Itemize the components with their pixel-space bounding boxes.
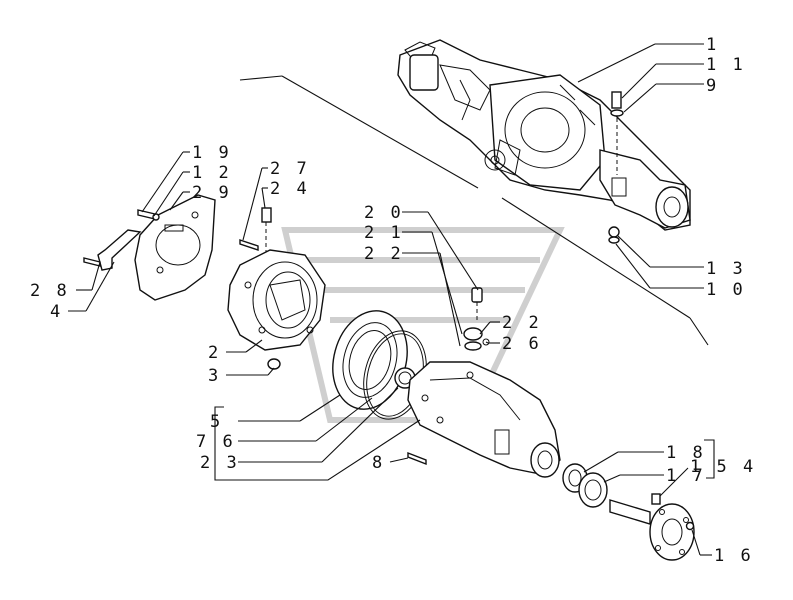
callout-11: 1 1 — [706, 55, 746, 75]
callout-5: 5 — [210, 412, 223, 432]
axle-housing-assembly — [397, 39, 691, 231]
callout-1: 1 — [706, 35, 719, 55]
callout-9: 9 — [706, 76, 719, 96]
callout-23: 2 3 — [200, 453, 240, 473]
leader-lines — [68, 43, 715, 556]
callout-2: 2 — [208, 343, 221, 363]
callout-labels: 1 1 1 9 1 3 1 0 1 9 1 2 2 9 2 7 2 4 2 8 … — [30, 35, 756, 566]
bracket-28-4 — [83, 229, 142, 271]
callout-22-upper: 2 2 — [364, 244, 404, 264]
bolt-27-24 — [239, 207, 272, 262]
callout-27: 2 7 — [270, 159, 310, 179]
callout-18: 1 8 — [666, 443, 706, 463]
callout-8: 8 — [372, 453, 385, 473]
callout-19: 1 9 — [192, 143, 232, 163]
callout-24: 2 4 — [270, 179, 310, 199]
callout-17: 1 7 — [666, 466, 706, 486]
plug-3 — [267, 358, 281, 370]
callout-29: 2 9 — [192, 183, 232, 203]
bolt-16 — [685, 521, 695, 531]
callout-154: 1 5 4 — [690, 457, 756, 477]
callout-76: 7 6 — [196, 432, 236, 452]
bleed-valve-stack — [463, 287, 490, 351]
bolt-8 — [407, 451, 427, 466]
callout-16: 1 6 — [714, 546, 754, 566]
callout-13: 1 3 — [706, 259, 746, 279]
callout-28: 2 8 — [30, 281, 70, 301]
callout-12: 1 2 — [192, 163, 232, 183]
shield-plate-29 — [134, 194, 216, 301]
callout-22-lower: 2 2 — [502, 313, 542, 333]
callout-26: 2 6 — [502, 334, 542, 354]
callout-21: 2 1 — [364, 223, 404, 243]
callout-20: 2 0 — [364, 203, 404, 223]
reference-lines — [239, 75, 709, 346]
callout-10: 1 0 — [706, 280, 746, 300]
bolt-and-washer-9-11 — [610, 91, 624, 175]
axle-shaft-flange — [609, 499, 695, 561]
screw-19-12 — [137, 209, 160, 221]
seal-17 — [578, 472, 608, 508]
callout-4: 4 — [50, 302, 63, 322]
bolt-154 — [651, 493, 661, 505]
callout-3: 3 — [208, 366, 221, 386]
brake-housing-2 — [227, 249, 326, 351]
hub-housing — [407, 361, 561, 478]
nut-and-washer-13-10 — [608, 226, 620, 244]
